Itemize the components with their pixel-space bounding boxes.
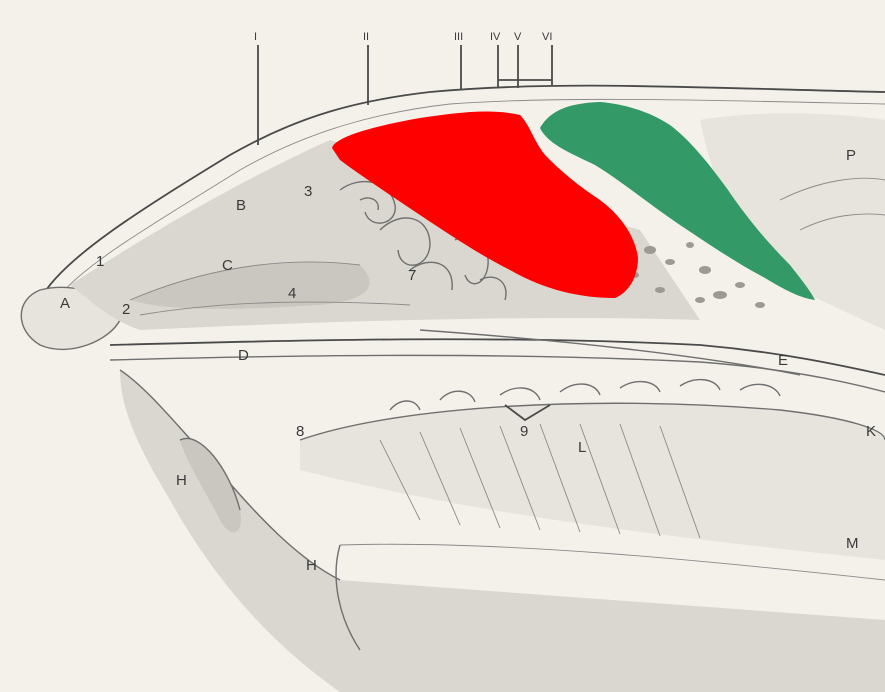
label-1: 1	[96, 253, 104, 270]
label-7: 7	[408, 267, 416, 284]
label-k: K	[866, 423, 876, 440]
label-8: 8	[296, 423, 304, 440]
top-label-iii: III	[454, 31, 463, 43]
label-a: A	[60, 295, 70, 312]
top-label-group: I II III IV V VI	[254, 31, 552, 43]
tongue	[300, 403, 885, 560]
label-e: E	[778, 352, 788, 369]
label-2: 2	[122, 301, 130, 318]
label-d: D	[238, 347, 249, 364]
label-h-lower: H	[306, 557, 317, 574]
top-label-v: V	[514, 31, 522, 43]
top-label-ii: II	[363, 31, 369, 43]
label-4: 4	[288, 285, 296, 302]
label-m: M	[846, 535, 859, 552]
top-label-i: I	[254, 31, 257, 43]
label-c: C	[222, 257, 233, 274]
label-3: 3	[304, 183, 312, 200]
label-9: 9	[520, 423, 528, 440]
top-label-iv: IV	[490, 31, 501, 43]
label-p: P	[846, 147, 856, 164]
label-b: B	[236, 197, 246, 214]
label-h: H	[176, 472, 187, 489]
label-l: L	[578, 439, 586, 456]
top-label-vi: VI	[542, 31, 552, 43]
